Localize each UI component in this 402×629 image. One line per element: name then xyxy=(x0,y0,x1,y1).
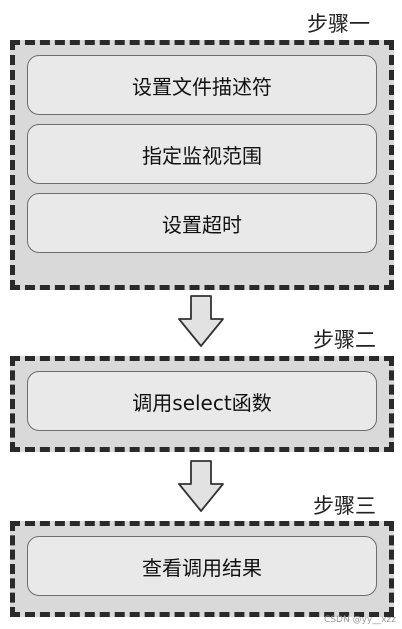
down-arrow-icon xyxy=(178,460,224,512)
step-1-item-2: 指定监视范围 xyxy=(27,124,377,184)
step-1-item-3: 设置超时 xyxy=(27,193,377,253)
watermark-text: CSDN @yy__xzz xyxy=(324,615,396,625)
step-2-item-1: 调用select函数 xyxy=(27,371,377,431)
down-arrow-icon xyxy=(178,295,224,347)
step-3-label: 步骤三 xyxy=(313,494,376,518)
step-3-item-1: 查看调用结果 xyxy=(27,536,377,596)
step-2-frame: 调用select函数 xyxy=(10,356,394,452)
step-1-frame: 设置文件描述符 指定监视范围 设置超时 xyxy=(10,40,394,290)
step-3-frame: 查看调用结果 xyxy=(10,521,394,617)
step-1-label: 步骤一 xyxy=(307,12,370,36)
step-1-item-1: 设置文件描述符 xyxy=(27,55,377,115)
step-2-label: 步骤二 xyxy=(313,328,376,352)
